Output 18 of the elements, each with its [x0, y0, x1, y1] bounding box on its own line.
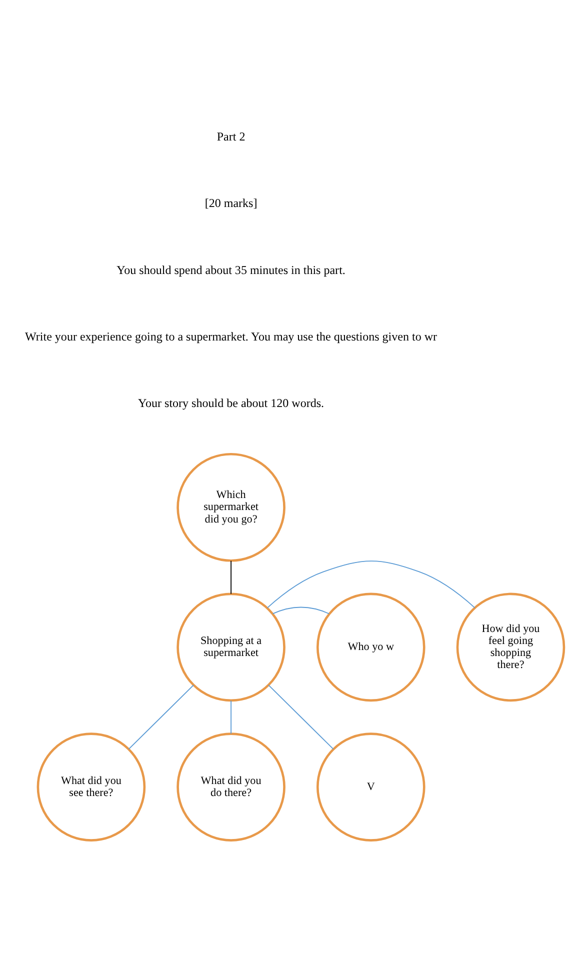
- label: You should spend about 35 minutes in this part.: [116, 262, 346, 276]
- label: Write your experience going to a supermarket. You may use the questions given to wr: [25, 329, 438, 344]
- node-circle: Who yo w: [316, 592, 426, 702]
- node-circle: Which supermarket did you go?: [176, 452, 286, 562]
- connector: [128, 684, 194, 749]
- label: Part 2: [216, 129, 246, 144]
- label: [20 marks]: [204, 196, 258, 210]
- node-circle: V: [316, 732, 426, 841]
- node-circle: How did you feel going shopping there?: [456, 592, 566, 702]
- node-circle: What did you do there?: [176, 732, 286, 841]
- connector: [230, 700, 232, 734]
- connector: [230, 560, 232, 594]
- label: Your story should be about 120 words.: [138, 396, 324, 410]
- node-circle: Shopping at a supermarket: [176, 592, 286, 702]
- connector: [266, 560, 476, 608]
- connector: [268, 684, 334, 749]
- connector: [272, 606, 330, 614]
- node-circle: What did you see there?: [36, 732, 146, 841]
